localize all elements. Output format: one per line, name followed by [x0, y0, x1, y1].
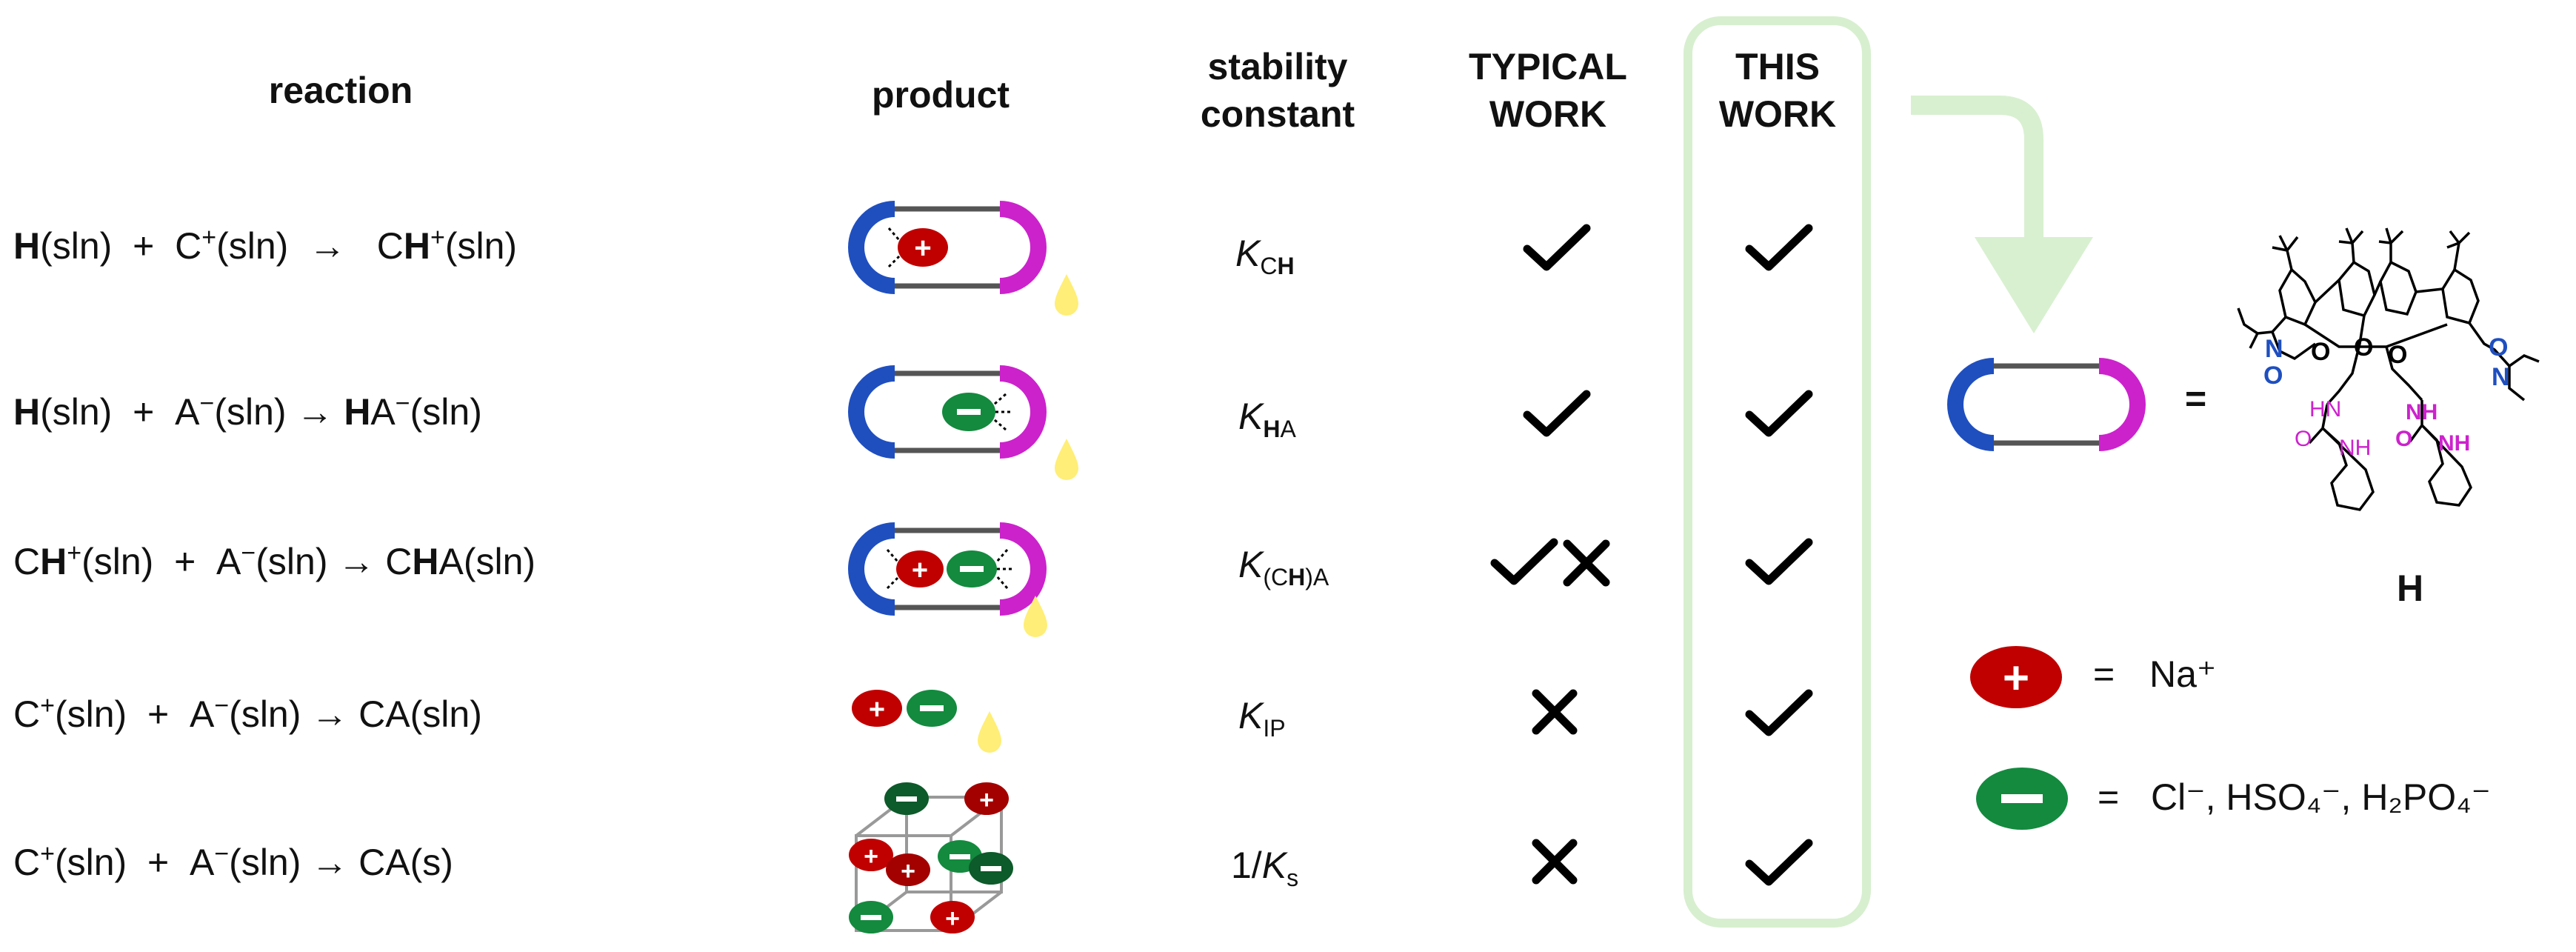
- svg-text:+: +: [864, 842, 878, 871]
- atom-o4: O: [2388, 341, 2407, 369]
- atom-o6: O: [2395, 427, 2412, 451]
- atom-n1: N: [2265, 335, 2283, 363]
- header-reaction: reaction: [268, 70, 413, 111]
- svg-text:+: +: [945, 905, 960, 933]
- typical-cross-row5: [1532, 839, 1578, 885]
- header-this-work: THIS WORK: [1689, 43, 1866, 138]
- header-stability-line2: constant: [1200, 93, 1355, 135]
- pointer-arrow: [1911, 96, 2093, 333]
- header-this-line2: WORK: [1718, 93, 1837, 135]
- atom-nh3: NH: [2438, 431, 2470, 456]
- legend-anion-icon: [1976, 768, 2068, 830]
- this-check-row4: [1745, 689, 1813, 736]
- k-ha: KHA: [1238, 396, 1296, 442]
- legend-host-icon: [1947, 358, 2146, 451]
- k-s: 1/Ks: [1231, 845, 1299, 891]
- svg-text:+: +: [901, 857, 915, 885]
- k-ip: KIP: [1238, 695, 1286, 742]
- atom-o7: O: [2489, 333, 2508, 362]
- legend-cation-icon: +: [1970, 646, 2062, 708]
- reaction-row-5: C+(sln) + A−(sln) → CA(s): [13, 839, 453, 883]
- reaction-row-1: H(sln) + C+(sln) → CH+(sln): [13, 223, 518, 267]
- k-cha: K(CH)A: [1238, 544, 1329, 590]
- typical-check-cross-row3: [1490, 538, 1610, 587]
- host-molecule-structure: N O O O O HN NH O NH O NH N O: [2237, 227, 2540, 511]
- header-product: product: [871, 74, 1010, 116]
- product-host-anion: [848, 365, 1078, 480]
- legend-anion-label: Cl⁻, HSO₄⁻, H₂PO₄⁻: [2151, 776, 2491, 818]
- k-ch: KCH: [1235, 233, 1295, 279]
- typical-check-row1: [1523, 224, 1591, 271]
- product-host-cation: +: [848, 201, 1078, 316]
- legend-host-equals: =: [2185, 378, 2207, 419]
- this-check-row5: [1745, 839, 1813, 886]
- header-typical-line1: TYPICAL: [1469, 46, 1627, 87]
- this-check-row2: [1745, 390, 1813, 437]
- legend-anion-equals: =: [2098, 776, 2120, 818]
- product-ion-pair: +: [852, 690, 1001, 753]
- atom-o5: O: [2295, 427, 2312, 451]
- svg-text:+: +: [979, 786, 994, 814]
- svg-text:+: +: [914, 232, 931, 264]
- reaction-row-3: CH+(sln) + A−(sln) → CHA(sln): [13, 539, 536, 582]
- this-work-frame: [1684, 16, 1871, 928]
- reaction-row-4: C+(sln) + A−(sln) → CA(sln): [13, 691, 482, 735]
- product-crystal-lattice: + + + +: [849, 782, 1013, 933]
- this-check-row3: [1745, 538, 1813, 585]
- svg-text:+: +: [912, 555, 928, 586]
- svg-text:+: +: [2003, 653, 2029, 704]
- typical-check-row2: [1523, 390, 1591, 437]
- atom-hn1: HN: [2309, 397, 2341, 422]
- svg-text:+: +: [869, 694, 885, 725]
- atom-o1: O: [2263, 362, 2283, 390]
- typical-cross-row4: [1532, 689, 1578, 735]
- reaction-row-2: H(sln) + A−(sln) → HA−(sln): [13, 389, 482, 433]
- atom-n2: N: [2492, 363, 2510, 391]
- product-host-ion-pair: +: [848, 522, 1047, 637]
- legend-cation-equals: =: [2093, 653, 2115, 695]
- host-molecule-label: H: [2397, 567, 2424, 609]
- header-stability-line1: stability: [1207, 46, 1348, 87]
- header-this-line1: THIS: [1735, 46, 1820, 87]
- header-typical-work: TYPICAL WORK: [1437, 43, 1659, 138]
- this-check-row1: [1745, 224, 1813, 271]
- atom-o2: O: [2311, 338, 2330, 366]
- header-typical-line2: WORK: [1489, 93, 1607, 135]
- header-stability: stability constant: [1155, 43, 1400, 138]
- atom-nh1: NH: [2406, 400, 2437, 425]
- atom-nh2: NH: [2339, 436, 2371, 460]
- atom-o3: O: [2354, 333, 2373, 362]
- legend-cation-label: Na⁺: [2149, 653, 2217, 695]
